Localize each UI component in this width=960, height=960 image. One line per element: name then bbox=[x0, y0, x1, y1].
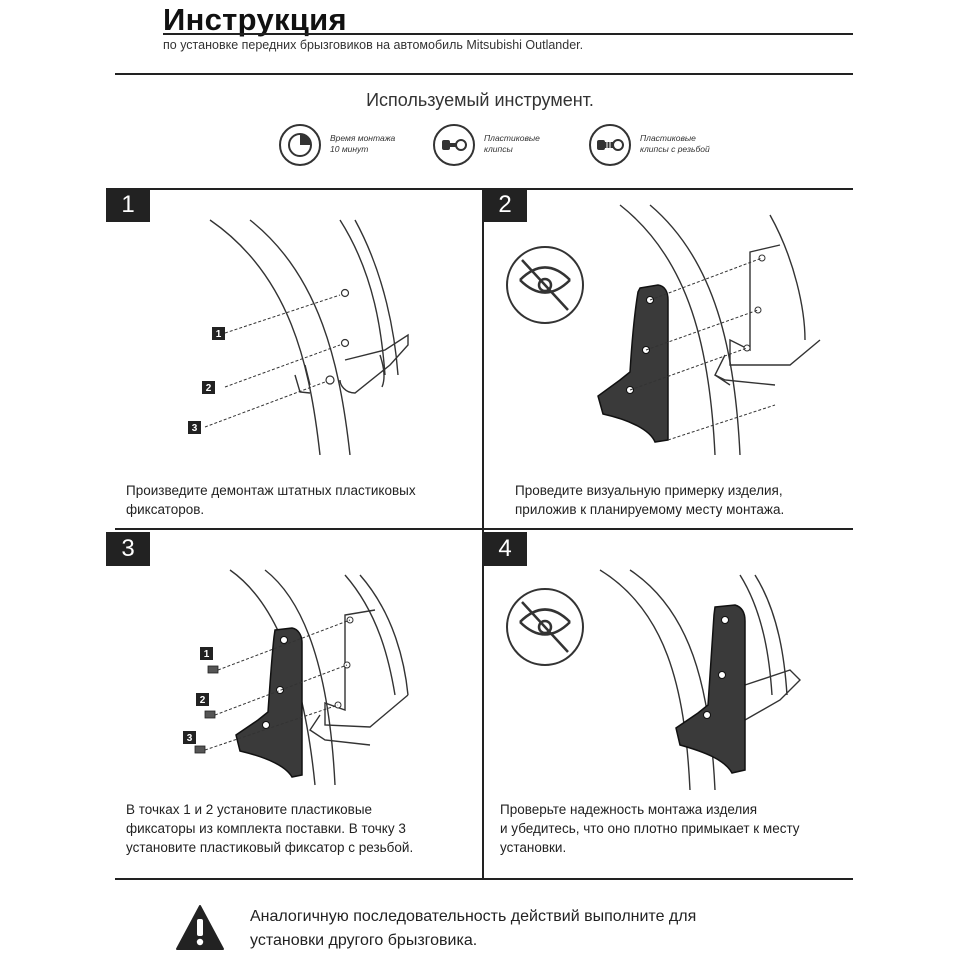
tool-time-line2: 10 минут bbox=[330, 144, 369, 154]
tool-clips-line1: Пластиковые bbox=[484, 133, 540, 143]
step-1-illustration: 1 2 3 bbox=[188, 219, 409, 455]
grid-bottom-line bbox=[115, 878, 853, 880]
step-4-caption-line-1: Проверьте надежность монтажа изделия bbox=[500, 802, 758, 817]
grid-middle-line bbox=[115, 528, 853, 530]
step-1-marker-3: 3 bbox=[192, 423, 198, 434]
step-2-caption-line-2: приложив к планируемому месту монтажа. bbox=[515, 502, 785, 517]
step-2-illustration bbox=[506, 204, 821, 456]
step-3-illustration: 1 2 3 bbox=[183, 569, 409, 786]
step-1-caption: Произведите демонтаж штатных пластиковых… bbox=[126, 481, 466, 519]
step-4-caption: Проверьте надежность монтажа изделия и у… bbox=[500, 800, 845, 857]
page-title: Инструкция bbox=[163, 2, 347, 37]
step-3-marker-1: 1 bbox=[204, 649, 210, 660]
title-underline bbox=[163, 33, 853, 35]
threaded-clips-icon bbox=[589, 124, 631, 166]
step-4-number: 4 bbox=[483, 532, 527, 566]
warning-text: Аналогичную последовательность действий … bbox=[250, 905, 810, 953]
plastic-clips-icon bbox=[433, 124, 475, 166]
step-1-marker-2: 2 bbox=[206, 383, 212, 394]
step-4-illustration bbox=[506, 569, 801, 790]
tool-time-line1: Время монтажа bbox=[330, 133, 396, 143]
step-1-caption-line-1: Произведите демонтаж штатных пластиковых bbox=[126, 483, 416, 498]
step-4-caption-line-2: и убедитесь, что оно плотно примыкает к … bbox=[500, 821, 800, 836]
step-1-caption-line-2: фиксаторов. bbox=[126, 502, 205, 517]
step-4-caption-line-3: установки. bbox=[500, 840, 567, 855]
tool-threaded-line2: клипсы с резьбой bbox=[640, 144, 710, 154]
step-3-caption: В точках 1 и 2 установите пластиковые фи… bbox=[126, 800, 471, 857]
step-3-caption-line-1: В точках 1 и 2 установите пластиковые bbox=[126, 802, 373, 817]
clock-icon bbox=[279, 124, 321, 166]
warning-line-2: установки другого брызговика. bbox=[250, 932, 478, 949]
header-divider bbox=[115, 73, 853, 75]
step-2-caption: Проведите визуальную примерку изделия, п… bbox=[515, 481, 845, 519]
step-2-number: 2 bbox=[483, 188, 527, 222]
warning-triangle-icon bbox=[176, 905, 224, 950]
page-subtitle: по установке передних брызговиков на авт… bbox=[163, 38, 584, 52]
tool-clips-line2: клипсы bbox=[484, 144, 513, 154]
step-3-marker-2: 2 bbox=[200, 695, 206, 706]
step-3-caption-line-2: фиксаторы из комплекта поставки. В точку… bbox=[126, 821, 406, 836]
step-3-marker-3: 3 bbox=[187, 733, 193, 744]
warning-line-1: Аналогичную последовательность действий … bbox=[250, 908, 697, 925]
step-2-caption-line-1: Проведите визуальную примерку изделия, bbox=[515, 483, 783, 498]
tool-threaded-line1: Пластиковые bbox=[640, 133, 696, 143]
tools-heading: Используемый инструмент. bbox=[366, 90, 594, 110]
step-3-number: 3 bbox=[106, 532, 150, 566]
step-3-caption-line-3: установите пластиковый фиксатор с резьбо… bbox=[126, 840, 414, 855]
step-1-marker-1: 1 bbox=[216, 329, 222, 340]
step-1-number: 1 bbox=[106, 188, 150, 222]
